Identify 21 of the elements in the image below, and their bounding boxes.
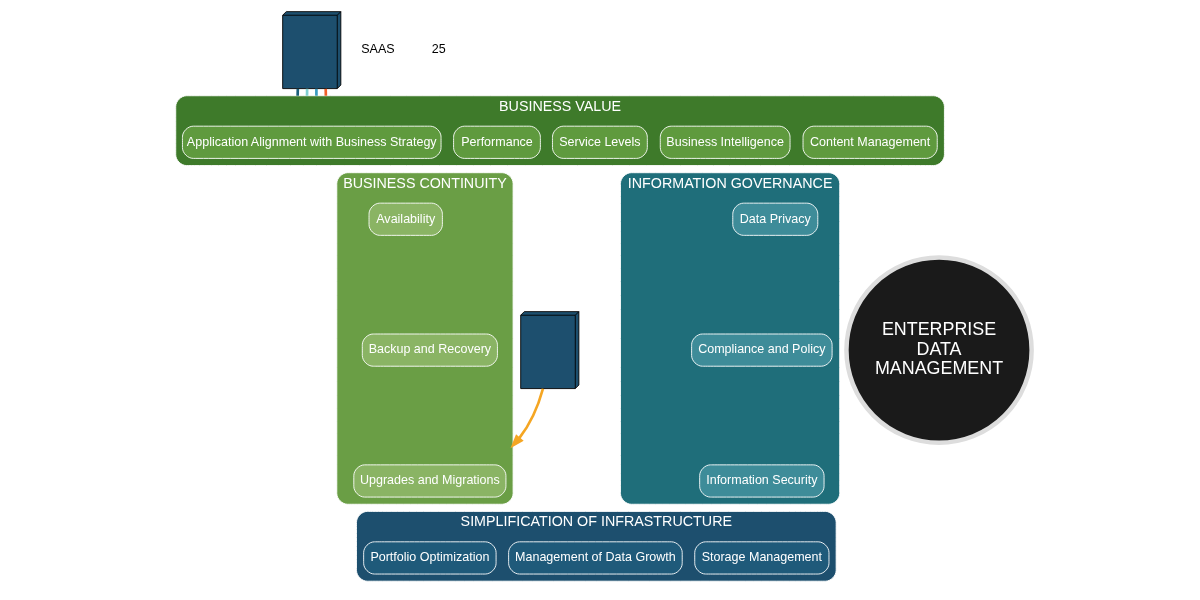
node-box: Upgrades and Migrations	[353, 464, 507, 498]
node-box: Application Alignment with Business Strategy	[182, 125, 442, 159]
node-box: Availability	[368, 202, 443, 236]
node-circle: ENTERPRISE DATA MANAGEMENT	[844, 255, 1034, 445]
node-box: Performance	[453, 125, 541, 159]
label: SAAS	[361, 42, 395, 57]
node-box: Content Management	[802, 125, 938, 159]
connector	[296, 88, 300, 96]
node-box: Compliance and Policy	[691, 333, 833, 367]
node-box: Data Privacy	[732, 202, 819, 236]
node-box: Business Intelligence	[659, 125, 791, 159]
node-box: Management of Data Growth	[508, 541, 683, 575]
node-box: Service Levels	[552, 125, 648, 159]
node-box: Storage Management	[694, 541, 830, 575]
arrow	[510, 388, 545, 449]
connector	[315, 88, 318, 96]
node-box: Portfolio Optimization	[363, 541, 497, 575]
node-box: Backup and Recovery	[361, 333, 498, 367]
label: 25	[431, 42, 446, 57]
connector	[324, 88, 328, 96]
node-box: Information Security	[699, 464, 825, 498]
